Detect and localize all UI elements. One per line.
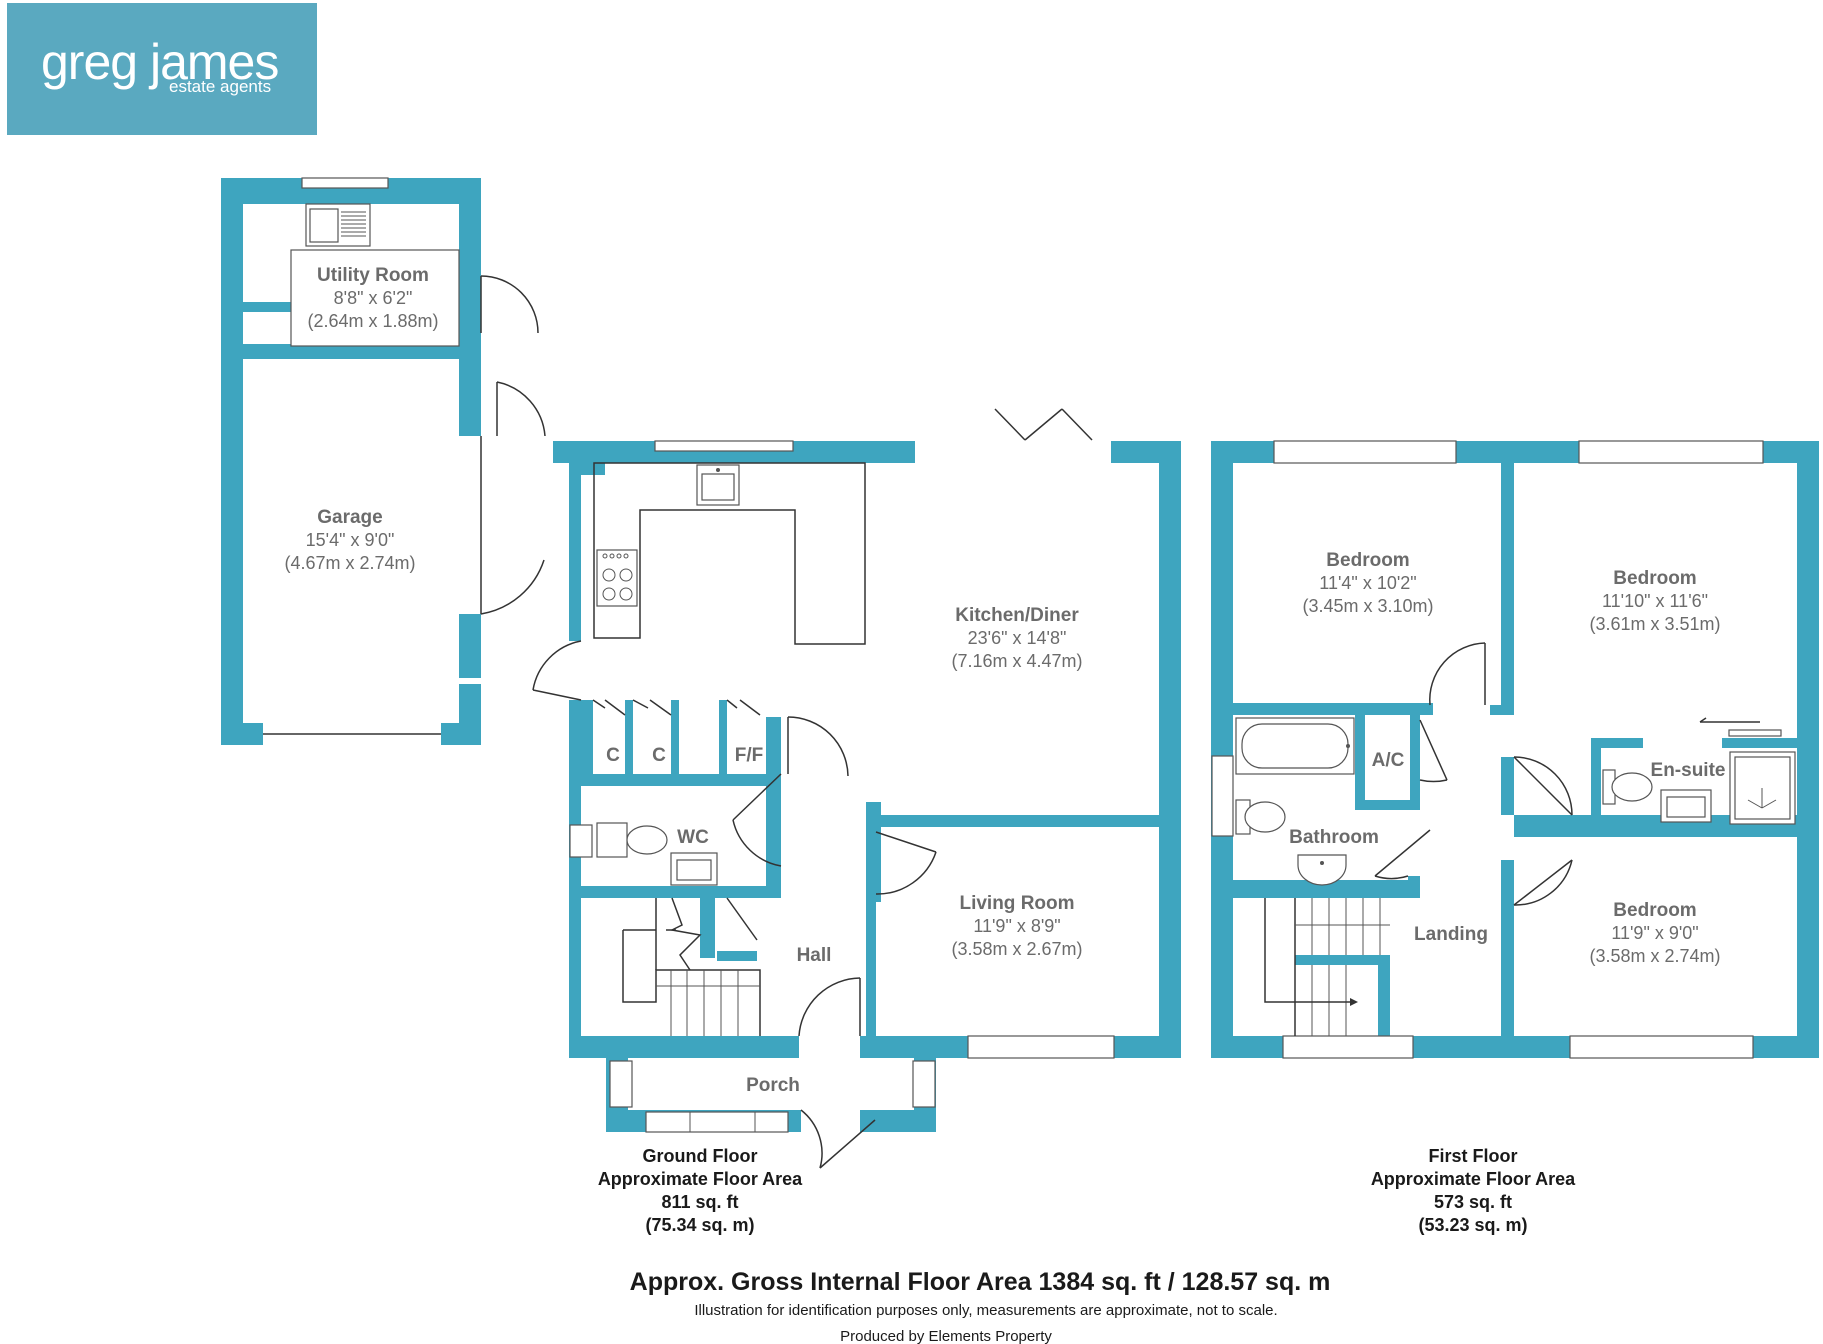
utility-room-dim-imperial: 8'8" x 6'2" bbox=[334, 288, 413, 308]
first-floor-windows bbox=[1211, 440, 1764, 1059]
bedroom3-name: Bedroom bbox=[1613, 900, 1696, 921]
kitchen-sink-icon bbox=[696, 464, 740, 506]
disclaimer: Illustration for identification purposes… bbox=[694, 1302, 1277, 1319]
kitchen-dim-metric: (7.16m x 4.47m) bbox=[951, 651, 1082, 671]
producer-credit: Produced by Elements Property bbox=[840, 1328, 1052, 1344]
bedroom2-dim-metric: (3.61m x 3.51m) bbox=[1589, 614, 1720, 634]
garage-utility-walls bbox=[221, 178, 481, 745]
wc-toilet-icon bbox=[596, 822, 668, 858]
porch-label: Porch bbox=[746, 1075, 800, 1096]
kitchen-worktop bbox=[593, 462, 866, 645]
cupboard1-label: C bbox=[606, 745, 620, 766]
bathroom-sink-icon bbox=[1297, 854, 1347, 886]
gross-area: Approx. Gross Internal Floor Area 1384 s… bbox=[630, 1268, 1331, 1296]
shower-icon bbox=[1729, 751, 1796, 825]
logo-subtitle: estate agents bbox=[169, 77, 272, 96]
bedroom2-name: Bedroom bbox=[1613, 568, 1696, 589]
door-swing-icon bbox=[1374, 642, 1573, 906]
wc-label: WC bbox=[677, 827, 709, 848]
ensuite-toilet-icon bbox=[1602, 769, 1653, 805]
ensuite-label: En-suite bbox=[1651, 760, 1726, 781]
living-room-name: Living Room bbox=[959, 893, 1074, 914]
bedroom3-dim-metric: (3.58m x 2.74m) bbox=[1589, 946, 1720, 966]
wc-sink-icon bbox=[670, 852, 718, 886]
hall-label: Hall bbox=[797, 945, 832, 966]
kitchen-dim-imperial: 23'6" x 14'8" bbox=[968, 628, 1067, 648]
first-stairs bbox=[1264, 898, 1390, 1036]
utility-room-name: Utility Room bbox=[317, 265, 429, 286]
first-floor-area-sqft: 573 sq. ft bbox=[1434, 1192, 1512, 1212]
landing-label: Landing bbox=[1414, 924, 1488, 945]
utility-sink-icon bbox=[305, 203, 371, 247]
garage-name: Garage bbox=[317, 507, 382, 528]
cupboard2-label: C bbox=[652, 745, 666, 766]
ground-floor-area-sqm: (75.34 sq. m) bbox=[645, 1215, 754, 1235]
bedroom2-dim-imperial: 11'10" x 11'6" bbox=[1602, 591, 1708, 611]
bedroom1-name: Bedroom bbox=[1326, 550, 1409, 571]
utility-room-dim-metric: (2.64m x 1.88m) bbox=[307, 311, 438, 331]
bedroom1-dim-imperial: 11'4" x 10'2" bbox=[1319, 573, 1416, 593]
ground-floor-area-sqft: 811 sq. ft bbox=[661, 1192, 738, 1212]
first-floor-title: First Floor bbox=[1429, 1146, 1518, 1166]
bathroom-label: Bathroom bbox=[1289, 827, 1379, 848]
bedroom3-dim-imperial: 11'9" x 9'0" bbox=[1611, 923, 1698, 943]
kitchen-name: Kitchen/Diner bbox=[955, 605, 1079, 626]
hob-icon bbox=[596, 549, 638, 607]
ensuite-door-icon bbox=[1699, 717, 1782, 737]
ensuite-sink-icon bbox=[1660, 789, 1712, 823]
bathroom-toilet-icon bbox=[1235, 799, 1286, 835]
utility-window bbox=[301, 177, 389, 189]
garage-dim-metric: (4.67m x 2.74m) bbox=[284, 553, 415, 573]
bedroom1-dim-metric: (3.45m x 3.10m) bbox=[1302, 596, 1433, 616]
fridge-freezer-label: F/F bbox=[735, 745, 764, 766]
door-swing-icon bbox=[532, 408, 1093, 1169]
first-floor-area-label: Approximate Floor Area bbox=[1371, 1169, 1576, 1189]
ground-floor-walls bbox=[553, 441, 1181, 1132]
living-room-dim-metric: (3.58m x 2.67m) bbox=[951, 939, 1082, 959]
first-floor-area-sqm: (53.23 sq. m) bbox=[1418, 1215, 1527, 1235]
logo-box: greg james estate agents bbox=[7, 3, 317, 135]
door-swing-icon bbox=[480, 275, 546, 615]
ground-floor-title: Ground Floor bbox=[643, 1146, 758, 1166]
garage-dim-imperial: 15'4" x 9'0" bbox=[306, 530, 395, 550]
living-room-dim-imperial: 11'9" x 8'9" bbox=[973, 916, 1060, 936]
logo-name: greg james bbox=[41, 34, 279, 90]
airing-cupboard-label: A/C bbox=[1372, 750, 1405, 771]
ground-floor-windows bbox=[569, 440, 1115, 1133]
utility-worktop bbox=[290, 249, 460, 347]
ground-stairs bbox=[622, 897, 761, 1036]
ground-floor-area-label: Approximate Floor Area bbox=[598, 1169, 803, 1189]
bath-icon bbox=[1235, 717, 1355, 775]
